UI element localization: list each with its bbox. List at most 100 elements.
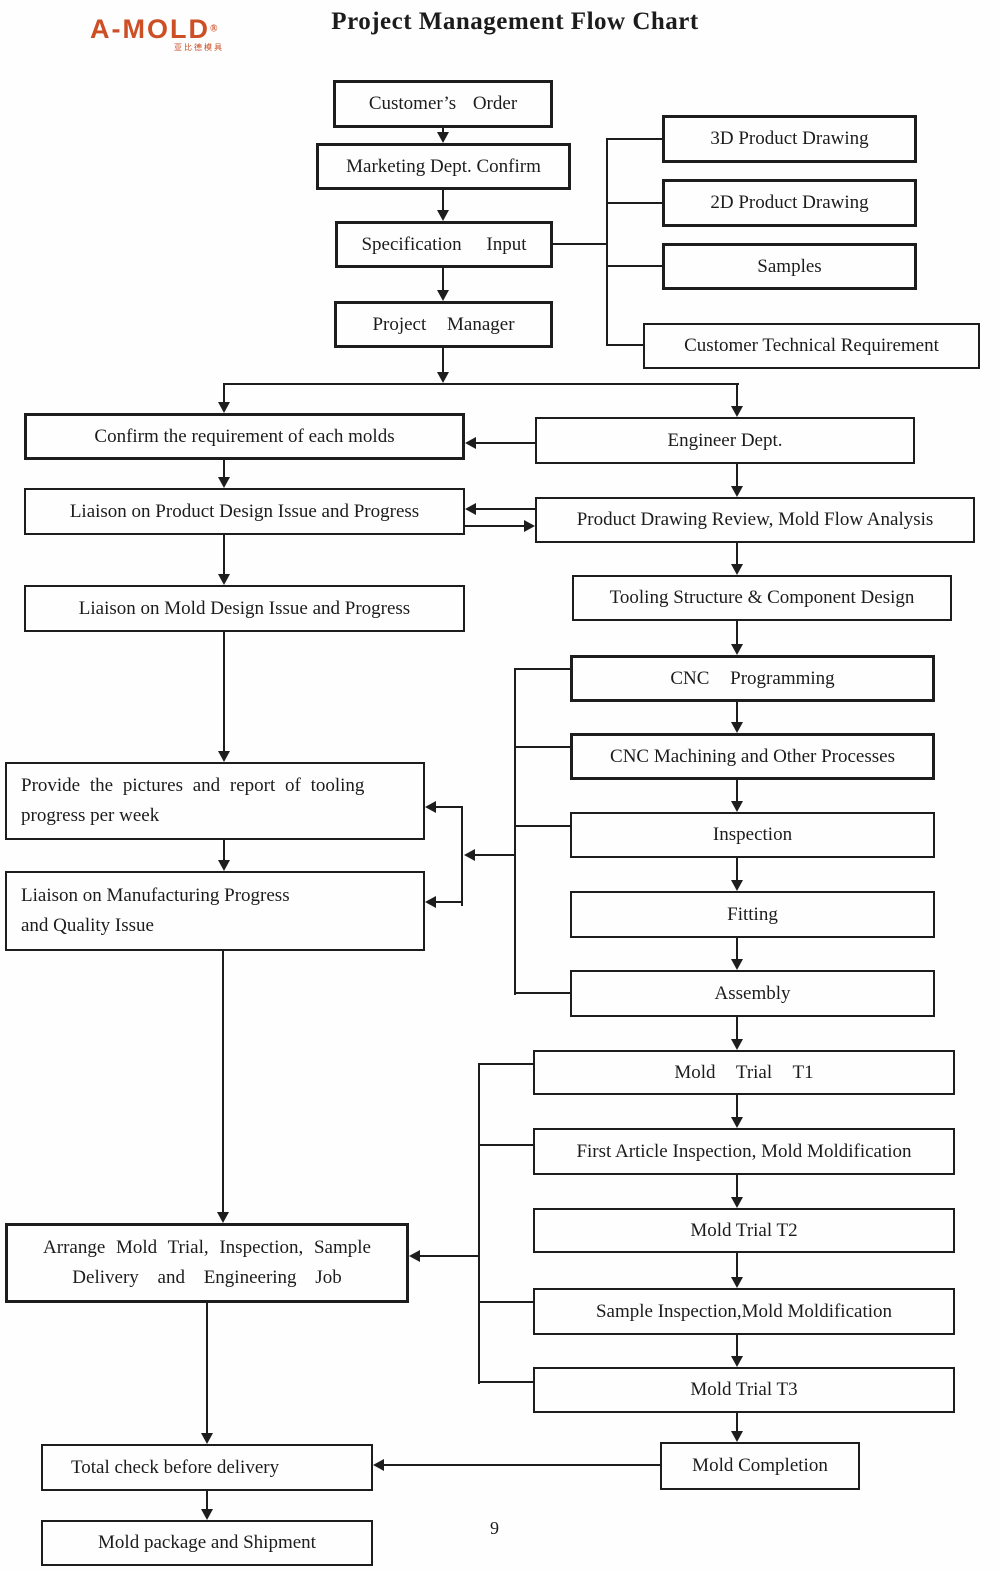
node-liaison-product-design: Liaison on Product Design Issue and Prog… [24, 488, 465, 535]
arrow-down-icon [218, 860, 230, 871]
connector-line [223, 383, 225, 403]
arrow-left-icon [409, 1250, 420, 1262]
arrow-left-icon [373, 1459, 384, 1471]
connector-line [206, 1303, 208, 1434]
page-title: Project Management Flow Chart [331, 8, 699, 35]
arrow-down-icon [218, 574, 230, 585]
arrow-left-icon [425, 896, 436, 908]
node-cnc-machining: CNC Machining and Other Processes [570, 733, 935, 780]
connector-line [222, 951, 224, 1213]
arrow-down-icon [218, 751, 230, 762]
arrow-down-icon [217, 1212, 229, 1223]
arrow-down-icon [731, 1356, 743, 1367]
node-total-check: Total check before delivery [41, 1444, 373, 1491]
arrow-down-icon [437, 210, 449, 221]
node-mold-trial-t1: Mold Trial T1 [533, 1050, 955, 1095]
connector-line [514, 746, 570, 748]
page-number: 9 [490, 1518, 499, 1538]
connector-line [420, 1255, 480, 1257]
arrow-down-icon [731, 564, 743, 575]
connector-line [553, 243, 608, 245]
connector-line [476, 508, 535, 510]
node-fitting: Fitting [570, 891, 935, 938]
logo-subtext: 亚比德模具 [174, 43, 224, 52]
arrow-down-icon [731, 722, 743, 733]
arrow-down-icon [437, 290, 449, 301]
node-liaison-manufacturing: Liaison on Manufacturing Progress and Qu… [5, 871, 425, 951]
connector-line [736, 702, 738, 723]
connector-line [736, 1175, 738, 1198]
company-logo: A-MOLD® 亚比德模具 [90, 14, 230, 53]
connector-line [514, 668, 570, 670]
node-liaison-mold-design: Liaison on Mold Design Issue and Progres… [24, 585, 465, 632]
node-customers-order: Customer’s Order [333, 80, 553, 128]
connector-line [478, 1301, 533, 1303]
connector-line [514, 669, 516, 995]
node-label-line: Liaison on Manufacturing Progress [21, 884, 290, 906]
arrow-down-icon [731, 406, 743, 417]
node-cnc-programming: CNC Programming [570, 655, 935, 702]
connector-line [607, 138, 662, 140]
connector-line [736, 621, 738, 645]
node-label-line: Arrange Mold Trial, Inspection, Sample [43, 1236, 371, 1258]
arrow-down-icon [218, 477, 230, 488]
node-label-line: progress per week [21, 805, 160, 826]
node-assembly: Assembly [570, 970, 935, 1017]
node-3d-product-drawing: 3D Product Drawing [662, 115, 917, 163]
connector-line [736, 543, 738, 565]
connector-line [736, 938, 738, 960]
node-provide-pictures-report: Provide the pictures and report of tooli… [5, 762, 425, 840]
connector-line [476, 442, 535, 444]
node-engineer-dept: Engineer Dept. [535, 417, 915, 464]
node-2d-product-drawing: 2D Product Drawing [662, 179, 917, 227]
connector-line [206, 1491, 208, 1510]
arrow-down-icon [731, 1039, 743, 1050]
node-marketing-dept-confirm: Marketing Dept. Confirm [316, 143, 571, 190]
logo-text: A-MOLD [90, 14, 210, 44]
connector-line [442, 128, 444, 133]
connector-line [223, 840, 225, 861]
connector-line [606, 138, 608, 346]
arrow-down-icon [218, 402, 230, 413]
connector-line [736, 858, 738, 881]
connector-line [478, 1064, 480, 1384]
node-mold-trial-t2: Mold Trial T2 [533, 1208, 955, 1253]
connector-line [478, 1381, 533, 1383]
arrow-down-icon [731, 1117, 743, 1128]
node-customer-technical-requirement: Customer Technical Requirement [643, 323, 980, 369]
connector-line [607, 344, 643, 346]
node-mold-completion: Mold Completion [660, 1442, 860, 1490]
connector-line [736, 1253, 738, 1278]
connector-line [465, 525, 524, 527]
node-label-line: Provide the pictures and report of tooli… [21, 774, 365, 796]
connector-line [223, 535, 225, 575]
connector-line [436, 806, 463, 808]
arrow-down-icon [437, 372, 449, 383]
arrow-down-icon [201, 1433, 213, 1444]
node-inspection: Inspection [570, 812, 935, 858]
connector-line [607, 202, 662, 204]
arrow-down-icon [201, 1509, 213, 1520]
connector-line [607, 265, 662, 267]
connector-line [442, 348, 444, 373]
node-mold-trial-t3: Mold Trial T3 [533, 1367, 955, 1413]
node-first-article-inspection: First Article Inspection, Mold Moldifica… [533, 1128, 955, 1175]
connector-line [436, 901, 463, 903]
arrow-down-icon [731, 644, 743, 655]
arrow-down-icon [731, 880, 743, 891]
connector-line [514, 992, 570, 994]
connector-line [736, 1413, 738, 1432]
connector-line [442, 268, 444, 291]
arrow-left-icon [465, 503, 476, 515]
connector-line [736, 1017, 738, 1040]
connector-line [736, 780, 738, 802]
arrow-left-icon [464, 849, 475, 861]
node-product-drawing-review: Product Drawing Review, Mold Flow Analys… [535, 497, 975, 543]
arrow-right-icon [524, 520, 535, 532]
node-mold-package-shipment: Mold package and Shipment [41, 1520, 373, 1566]
arrow-down-icon [731, 486, 743, 497]
arrow-down-icon [731, 1277, 743, 1288]
node-specification-input: Specification Input [335, 221, 553, 268]
node-samples: Samples [662, 243, 917, 290]
node-sample-inspection: Sample Inspection,Mold Moldification [533, 1288, 955, 1335]
